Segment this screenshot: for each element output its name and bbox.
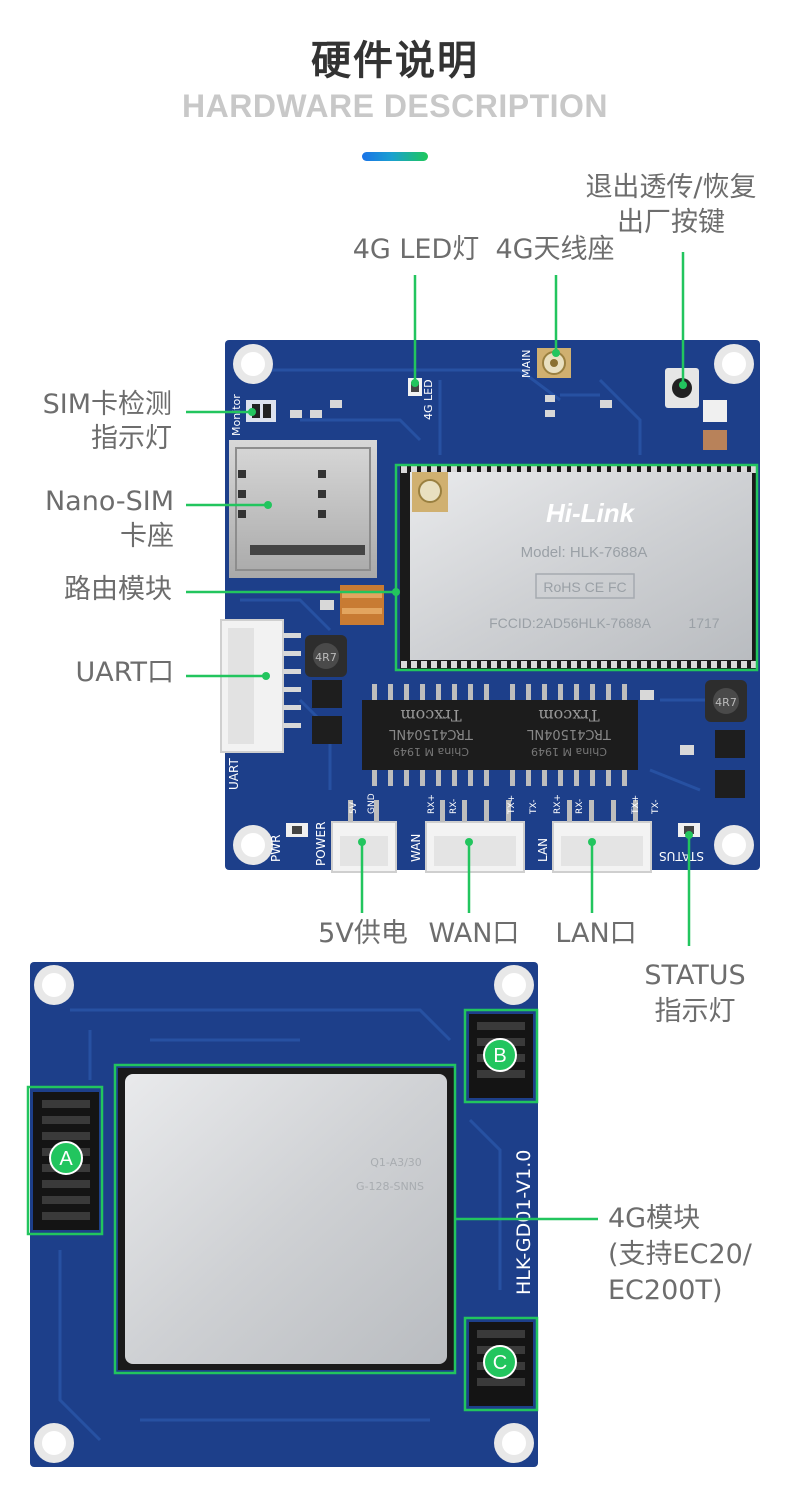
module-model: Model: HLK-7688A xyxy=(521,544,648,561)
router-module: Hi-Link Model: HLK-7688A RoHS CE FC FCCI… xyxy=(400,466,756,670)
4g-module: Q1-A3/30 G-128-SNNS xyxy=(118,1068,454,1370)
callout-nano-sim-line1: Nano-SIM xyxy=(44,486,174,517)
silk-gnd: GND xyxy=(367,793,377,814)
lan-connector xyxy=(552,800,652,873)
silk-lan-tx-plus: TX+ xyxy=(631,795,641,815)
callout-exit-key-line2: 出厂按键 xyxy=(617,207,725,238)
badge-a-label: A xyxy=(59,1148,73,1170)
inductor-label-1: 4R7 xyxy=(315,651,337,664)
sim-socket xyxy=(229,440,377,578)
silk-wan-rx-plus: RX+ xyxy=(427,794,437,814)
inductor-label-2: 4R7 xyxy=(715,696,737,709)
callout-4g-module-line3: EC200T) xyxy=(608,1275,723,1306)
badge-c-label: C xyxy=(493,1352,507,1374)
callout-power: 5V供电 xyxy=(318,918,408,949)
callout-dots xyxy=(248,349,693,846)
uart-connector xyxy=(220,619,301,753)
accent-bar xyxy=(362,152,428,161)
callout-uart: UART口 xyxy=(75,657,174,688)
callout-sim-detect-line1: SIM卡检测 xyxy=(42,389,172,420)
transformer-2-brand: Trxcom xyxy=(538,706,599,725)
4g-module-text-2: G-128-SNNS xyxy=(356,1180,424,1193)
module-fcc: FCCID:2AD56HLK-7688A xyxy=(489,615,652,631)
module-brand: Hi-Link xyxy=(546,498,636,528)
transformer-1: China M 1949 TRC41504NL Trxcom xyxy=(362,684,500,786)
silk-wan: WAN xyxy=(409,834,423,862)
badge-c: C xyxy=(483,1345,517,1379)
silk-board-name: HLK-GD01-V1.0 xyxy=(513,1150,535,1295)
wan-connector xyxy=(425,800,525,873)
callout-lines xyxy=(26,252,759,1412)
callout-sim-detect-line2: 指示灯 xyxy=(91,423,172,454)
transformer-1-part: TRC41504NL xyxy=(388,726,473,741)
silk-lan-rx-plus: RX+ xyxy=(553,794,563,814)
module-rohs: RoHS CE FC xyxy=(543,579,626,595)
module-batch: 1717 xyxy=(688,615,719,631)
top-board: 4R7 4R7 Hi-Link Model: HLK-7688A RoHS CE… xyxy=(220,340,760,873)
callout-antenna: 4G天线座 xyxy=(495,234,615,265)
callout-status-line2: 指示灯 xyxy=(654,996,736,1027)
silk-lan-rx-minus: RX- xyxy=(575,799,585,814)
transformer-2: China M 1949 TRC41504NL Trxcom xyxy=(500,684,638,786)
badge-a: A xyxy=(49,1141,83,1175)
callout-nano-sim-line2: 卡座 xyxy=(120,521,174,552)
silk-power: POWER xyxy=(314,822,328,866)
4g-module-text-1: Q1-A3/30 xyxy=(370,1156,422,1169)
silk-monitor: Monitor xyxy=(230,394,243,436)
transformer-2-origin: China M 1949 xyxy=(531,745,607,758)
callout-exit-key-line1: 退出透传/恢复 xyxy=(585,172,757,203)
silk-uart: UART xyxy=(227,758,241,790)
silk-5v: 5V xyxy=(349,801,359,814)
silk-main: MAIN xyxy=(520,350,533,379)
page-subtitle: HARDWARE DESCRIPTION xyxy=(181,88,608,124)
mount-holes xyxy=(233,344,754,865)
silk-pwr: PWR xyxy=(269,835,283,862)
callout-wan: WAN口 xyxy=(428,918,520,949)
transformer-1-origin: China M 1949 xyxy=(393,745,469,758)
callout-lan: LAN口 xyxy=(555,918,637,949)
silk-wan-tx-plus: TX+ xyxy=(507,795,517,815)
callout-4g-led: 4G LED灯 xyxy=(352,234,480,265)
badge-b: B xyxy=(483,1038,517,1072)
silk-lan: LAN xyxy=(536,838,550,862)
silk-wan-tx-minus: TX- xyxy=(529,800,539,815)
transformer-1-brand: Trxcom xyxy=(400,706,461,725)
callout-router: 路由模块 xyxy=(64,574,172,605)
silk-wan-rx-minus: RX- xyxy=(449,799,459,814)
silk-lan-tx-minus: TX- xyxy=(651,800,661,815)
silk-status: STATUS xyxy=(659,849,704,863)
badge-b-label: B xyxy=(493,1045,506,1067)
callout-4g-module-line1: 4G模块 xyxy=(608,1203,701,1234)
callout-4g-module-line2: (支持EC20/ xyxy=(608,1239,752,1270)
silk-4g-led: 4G LED xyxy=(422,379,435,420)
callout-status-line1: STATUS xyxy=(644,960,746,991)
transformer-2-part: TRC41504NL xyxy=(526,726,611,741)
bottom-board: Q1-A3/30 G-128-SNNS HLK-GD01-V1.0 xyxy=(30,962,538,1467)
page-title: 硬件说明 xyxy=(311,38,479,84)
